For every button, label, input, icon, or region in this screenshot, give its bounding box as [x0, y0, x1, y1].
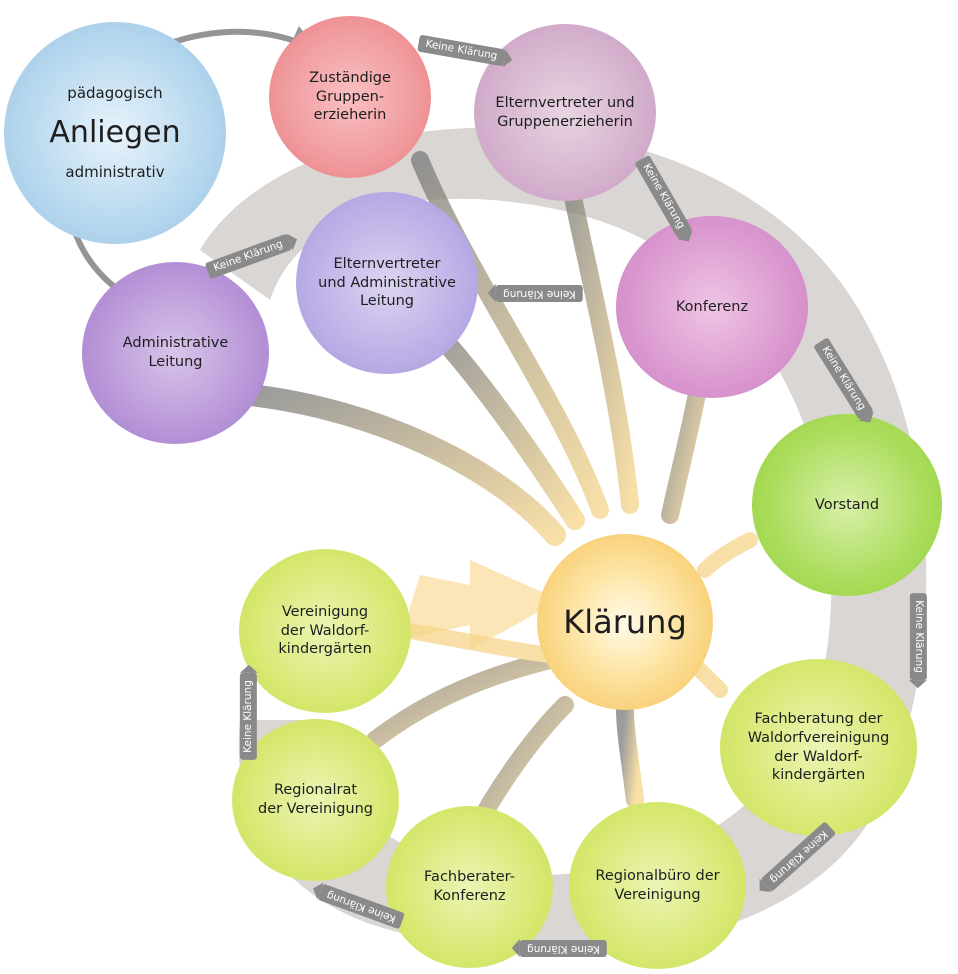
center-sun-shape	[537, 534, 713, 710]
center-label: Klärung	[563, 602, 687, 641]
node-konferenz-label: Konferenz	[675, 298, 749, 315]
node-fachberater-konferenz-label: Fachberater- Konferenz	[424, 869, 515, 904]
node-eltern-admin-label: Elternvertreter und Administrative Leitu…	[318, 256, 456, 310]
anliegen-bottom-label: administrativ	[65, 163, 165, 181]
node-eltern-admin: Elternvertreter und Administrative Leitu…	[296, 192, 478, 374]
node-regionalrat: Regionalrat der Vereinigung	[232, 719, 399, 881]
yellow-arrow	[400, 560, 560, 650]
node-vereinigung: Vereinigung der Waldorf- kindergärten	[239, 549, 411, 713]
anliegen-top-label: pädagogisch	[67, 83, 163, 102]
node-gruppenerzieherin: Zuständige Gruppen- erzieherin	[269, 16, 431, 178]
node-vereinigung-label: Vereinigung der Waldorf- kindergärten	[278, 604, 372, 658]
node-gruppenerzieherin-label: Zuständige Gruppen- erzieherin	[309, 70, 391, 124]
flow-arrows	[239, 151, 758, 849]
node-regionalrat-label: Regionalrat der Vereinigung	[257, 782, 373, 817]
keine-klaerung-arrow-4: Keine Klärung	[496, 285, 583, 302]
spiral-band	[200, 127, 927, 953]
node-admin-leitung-label: Administrative Leitung	[122, 335, 229, 370]
node-admin-leitung: Administrative Leitung	[82, 262, 269, 444]
anliegen-title: Anliegen	[49, 115, 181, 150]
node-konferenz: Konferenz	[616, 216, 808, 398]
node-regionalbuero-label: Regionalbüro der Vereinigung	[595, 867, 720, 903]
keine-klaerung-arrow-8: Keine Klärung	[520, 940, 607, 957]
node-fachberatung-label: Fachberatung der Waldorfvereinigung der …	[747, 711, 890, 784]
node-anliegen: pädagogisch Anliegen administrativ	[4, 22, 226, 244]
node-vorstand-label: Vorstand	[814, 496, 880, 513]
node-fachberatung: Fachberatung der Waldorfvereinigung der …	[720, 659, 917, 836]
node-klaerung: Klärung	[537, 534, 713, 710]
keine-klaerung-arrow-10: Keine Klärung	[239, 673, 257, 760]
keine-klaerung-arrow-6: Keine Klärung	[909, 593, 927, 680]
node-eltern-gruppenerzieherin-label: Elternvertreter und Gruppenerzieherin	[495, 94, 635, 130]
node-vorstand: Vorstand	[752, 414, 942, 596]
